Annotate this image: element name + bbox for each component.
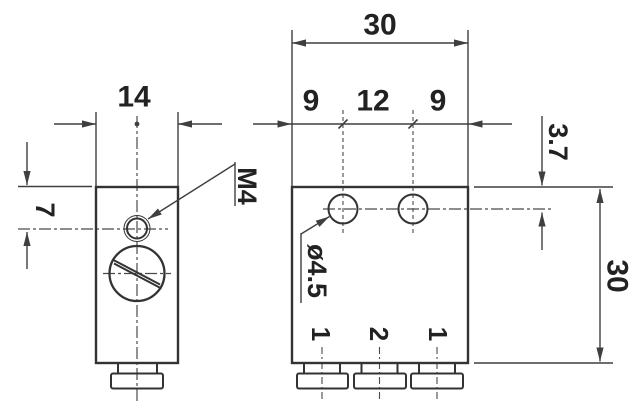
- thread-hole-inner: [126, 217, 148, 240]
- screw-head: [108, 244, 166, 303]
- mounting-hole-left: [327, 193, 359, 225]
- front-view-dimensions: 30 9 12 9 ø4.5 3.7 30: [253, 9, 634, 364]
- port-label-2: 2: [364, 327, 394, 341]
- dim-center-dot: [134, 121, 140, 127]
- dim-tick: [407, 118, 419, 130]
- spacing-label-right: 9: [430, 85, 447, 118]
- screw-slot-line-2: [113, 262, 162, 290]
- mounting-hole-right: [397, 193, 429, 225]
- front-foot2-cap: [353, 372, 407, 390]
- side-width-label: 14: [117, 81, 151, 114]
- front-foot1-cap: [296, 372, 349, 390]
- side-foot-cap: [110, 372, 164, 390]
- front-height-label: 30: [601, 259, 634, 292]
- front-foot3-cap: [410, 372, 464, 390]
- dim-tick: [337, 118, 349, 130]
- side-hole-offset-label: 7: [30, 202, 60, 217]
- screw-slot-line-1: [112, 258, 161, 286]
- side-view: [18, 116, 180, 404]
- port-label-3: 1: [423, 327, 453, 341]
- port-label-1: 1: [306, 327, 336, 341]
- spacing-label-left: 9: [303, 85, 320, 118]
- hole-leader-line: [300, 215, 330, 235]
- front-width-label: 30: [363, 9, 396, 42]
- thread-label: M4: [232, 167, 262, 205]
- front-view: 1 2 1: [290, 110, 552, 401]
- thread-hole-outer: [123, 215, 151, 242]
- side-view-dimensions: 14 7 M4: [18, 81, 262, 269]
- hole-diameter-label: ø4.5: [302, 244, 332, 298]
- thread-leader-line: [147, 163, 236, 220]
- spacing-label-center: 12: [356, 85, 389, 118]
- hole-top-offset-label: 3.7: [543, 123, 573, 161]
